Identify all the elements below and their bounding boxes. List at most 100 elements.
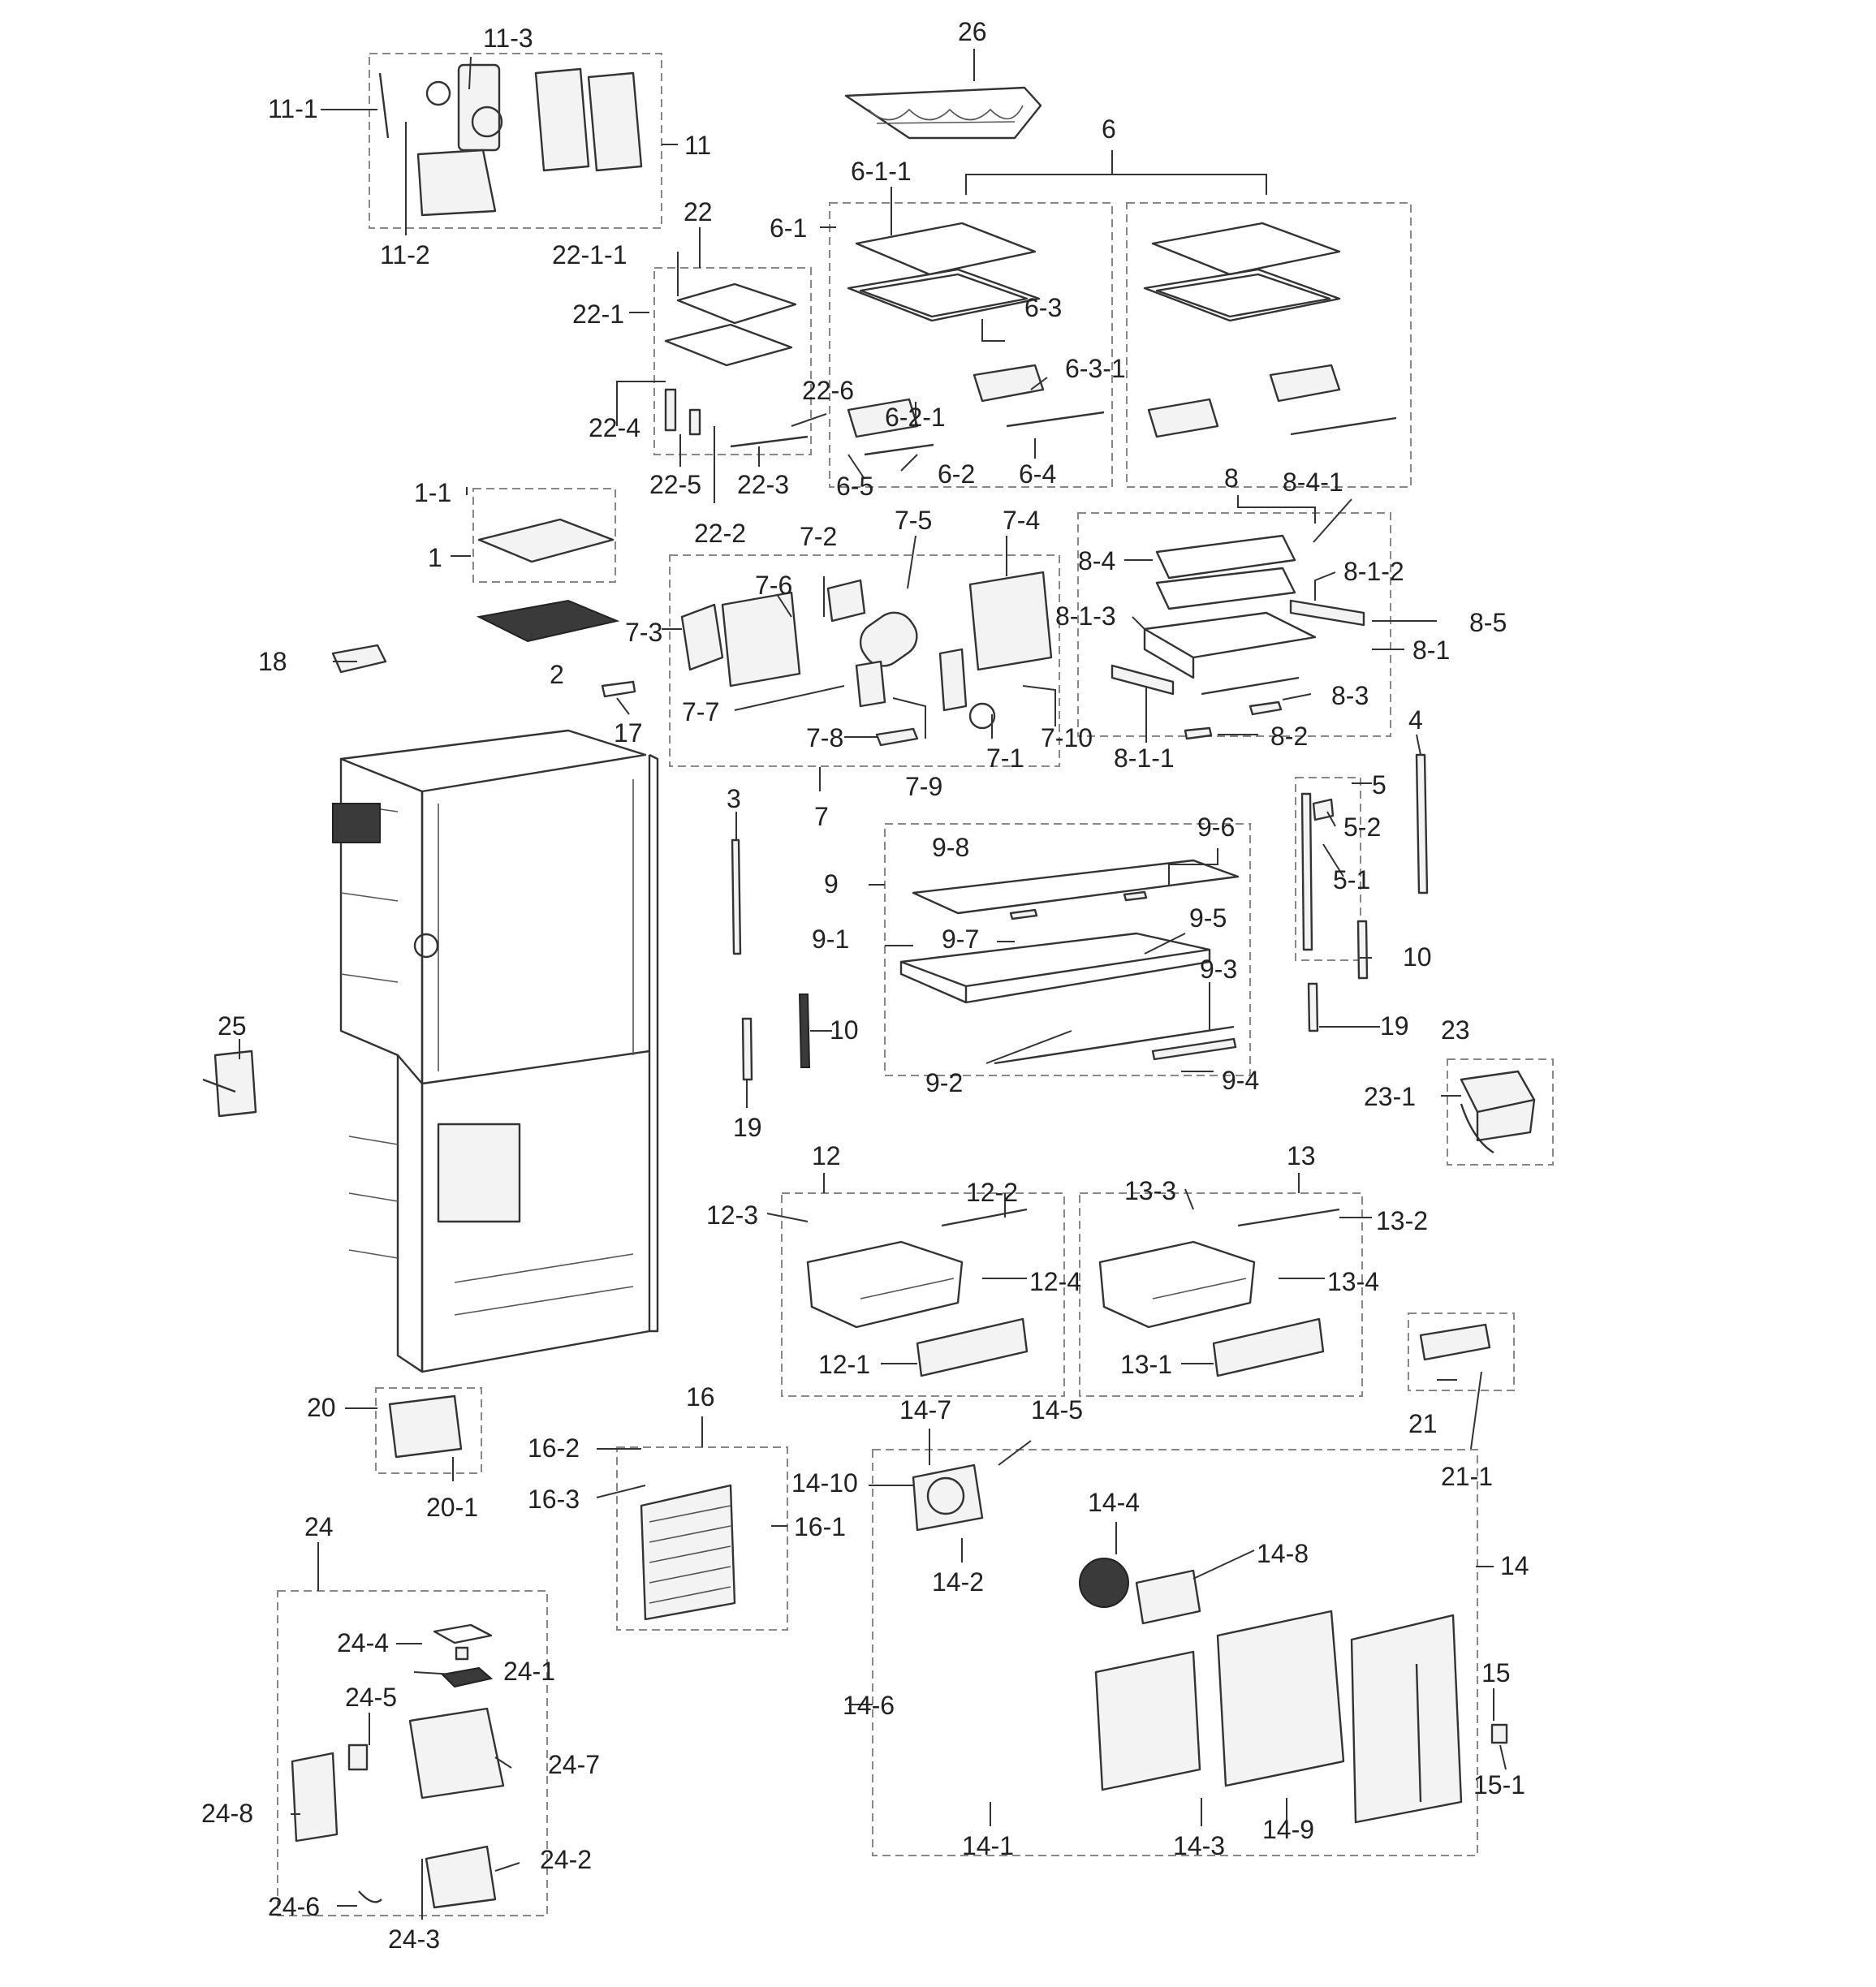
label-24-7: 24-7 <box>548 1750 600 1779</box>
label-9-1: 9-1 <box>812 925 849 954</box>
label-7-9: 7-9 <box>905 772 942 801</box>
label-9-7: 9-7 <box>942 925 979 954</box>
ice-maker-part <box>1460 1070 1536 1154</box>
label-14-4: 14-4 <box>1088 1488 1140 1517</box>
label-24-1: 24-1 <box>503 1657 555 1686</box>
label-20: 20 <box>307 1393 336 1422</box>
group-box-5 <box>1295 777 1361 961</box>
crisper-left-part <box>806 1208 1029 1377</box>
label-19-left: 19 <box>733 1113 762 1142</box>
label-14-5: 14-5 <box>1031 1395 1083 1425</box>
label-22-1-1: 22-1-1 <box>552 240 627 269</box>
label-8-1: 8-1 <box>1412 636 1450 665</box>
shelf-glass-right-part <box>1143 222 1397 438</box>
fan-duct-assembly-part <box>912 1463 1463 1824</box>
label-21: 21 <box>1408 1409 1438 1438</box>
group-box-13 <box>1079 1192 1363 1397</box>
group-box-11 <box>369 53 662 229</box>
label-6-5: 6-5 <box>836 472 873 501</box>
label-7-2: 7-2 <box>800 522 837 551</box>
label-6-4: 6-4 <box>1019 459 1056 489</box>
label-14-9: 14-9 <box>1262 1815 1314 1844</box>
label-6-3-1: 6-3-1 <box>1065 354 1126 383</box>
shelf-9-part <box>899 859 1240 1065</box>
label-7: 7 <box>814 802 829 831</box>
clip-17-part <box>601 680 636 698</box>
group-box-21 <box>1408 1312 1515 1391</box>
label-13: 13 <box>1287 1141 1316 1170</box>
label-9-5: 9-5 <box>1189 903 1227 933</box>
label-24-4: 24-4 <box>337 1628 389 1657</box>
label-1-1: 1-1 <box>414 478 451 507</box>
label-12: 12 <box>812 1141 841 1170</box>
shelf-small-part <box>664 282 809 448</box>
label-8-1-2: 8-1-2 <box>1343 557 1404 586</box>
label-8-1-3: 8-1-3 <box>1055 601 1116 631</box>
label-8-5: 8-5 <box>1469 608 1507 637</box>
label-11-1: 11-1 <box>268 94 318 123</box>
label-7-4: 7-4 <box>1003 506 1040 535</box>
group-box-1 <box>472 488 616 583</box>
grille-part <box>476 599 620 643</box>
ice-bucket-assembly-part <box>378 63 643 217</box>
label-24-6: 24-6 <box>268 1892 320 1921</box>
label-7-8: 7-8 <box>806 723 843 752</box>
slide-shelf-part <box>1111 534 1365 740</box>
label-14-6: 14-6 <box>843 1691 895 1720</box>
bracket-25-part <box>202 1050 257 1118</box>
label-8-1-1: 8-1-1 <box>1114 744 1175 773</box>
group-box-23 <box>1447 1058 1554 1166</box>
label-12-4: 12-4 <box>1029 1267 1081 1296</box>
label-9-6: 9-6 <box>1197 812 1235 842</box>
label-7-10: 7-10 <box>1041 723 1093 752</box>
wire-basket-part <box>844 86 1042 140</box>
group-box-9 <box>884 823 1251 1076</box>
label-6-2-1: 6-2-1 <box>885 403 946 432</box>
label-9: 9 <box>824 869 839 899</box>
label-22-1: 22-1 <box>572 300 624 329</box>
label-23-1: 23-1 <box>1364 1082 1416 1111</box>
label-18: 18 <box>258 647 287 676</box>
label-24-2: 24-2 <box>540 1845 592 1874</box>
label-6-1: 6-1 <box>770 213 807 243</box>
label-14-3: 14-3 <box>1173 1831 1225 1860</box>
group-box-24 <box>277 1590 548 1916</box>
label-23: 23 <box>1441 1015 1470 1045</box>
label-8-2: 8-2 <box>1270 722 1308 751</box>
label-9-4: 9-4 <box>1222 1066 1259 1095</box>
label-11-2: 11-2 <box>380 240 430 269</box>
label-25: 25 <box>218 1011 247 1041</box>
label-8-4-1: 8-4-1 <box>1283 468 1343 497</box>
label-24-8: 24-8 <box>201 1799 253 1828</box>
control-assembly-part <box>680 571 1053 747</box>
label-7-7: 7-7 <box>682 697 719 726</box>
label-12-1: 12-1 <box>818 1350 870 1379</box>
shelf-glass-left-part <box>847 222 1105 456</box>
label-26: 26 <box>958 17 987 46</box>
group-box-20 <box>375 1387 482 1474</box>
label-24-5: 24-5 <box>345 1683 397 1712</box>
label-6-1-1: 6-1-1 <box>851 157 912 186</box>
crisper-right-part <box>1098 1208 1340 1377</box>
label-22-6: 22-6 <box>802 376 854 405</box>
label-22-2: 22-2 <box>694 519 746 548</box>
part-number-labels: 26 6 6-1-1 6-1 11-1 11-3 11 11-2 22 22-1… <box>201 17 1529 1954</box>
label-9-8: 9-8 <box>932 833 969 862</box>
label-15-1: 15-1 <box>1473 1770 1525 1800</box>
label-5: 5 <box>1372 770 1387 800</box>
label-13-1: 13-1 <box>1120 1350 1172 1379</box>
label-21-1: 21-1 <box>1441 1462 1493 1491</box>
label-16-1: 16-1 <box>794 1512 846 1541</box>
label-22-5: 22-5 <box>649 470 701 499</box>
label-17: 17 <box>614 718 643 748</box>
group-box-14 <box>872 1449 1478 1856</box>
label-22: 22 <box>684 197 713 226</box>
label-24-3: 24-3 <box>388 1925 440 1954</box>
label-14-8: 14-8 <box>1257 1539 1309 1568</box>
label-11-3: 11-3 <box>483 24 533 53</box>
label-24: 24 <box>304 1512 334 1541</box>
sensor-15-part <box>1490 1723 1508 1744</box>
cover-plate-part <box>477 518 615 563</box>
evaporator-part <box>640 1484 736 1621</box>
label-16: 16 <box>686 1382 715 1412</box>
